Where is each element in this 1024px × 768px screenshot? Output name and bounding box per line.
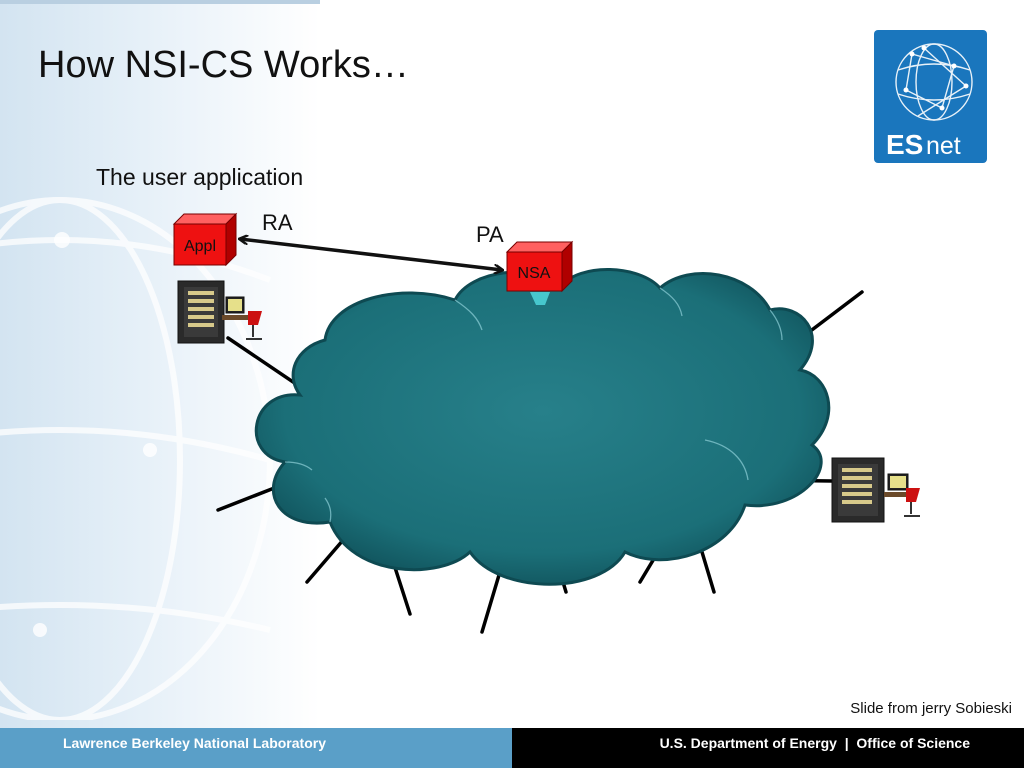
link-line bbox=[226, 336, 304, 390]
logo-text-net: net bbox=[926, 132, 961, 160]
footer-lab-name: Lawrence Berkeley National Laboratory bbox=[63, 735, 326, 751]
appl-box-label: Appl bbox=[184, 238, 216, 255]
appl-box: Appl bbox=[172, 212, 238, 267]
nsa-connector bbox=[530, 292, 550, 305]
server-workstation-icon bbox=[177, 280, 262, 344]
nsa-box: NSA bbox=[505, 240, 574, 293]
nsa-box-label: NSA bbox=[518, 265, 551, 282]
slide-title: How NSI-CS Works… bbox=[38, 44, 409, 86]
ra-pa-arrow bbox=[240, 239, 502, 270]
link-line bbox=[480, 563, 504, 634]
logo-text-es: ES bbox=[886, 129, 923, 160]
ra-label: RA bbox=[262, 210, 293, 235]
network-diagram: Appl NSA bbox=[172, 212, 920, 634]
slide-credit: Slide from jerry Sobieski bbox=[850, 700, 1012, 717]
pa-label: PA bbox=[476, 222, 504, 247]
link-line bbox=[216, 483, 284, 512]
server-workstation-icon bbox=[831, 457, 920, 523]
footer-left-bar: Lawrence Berkeley National Laboratory bbox=[0, 728, 512, 768]
globe-icon: ES net bbox=[886, 43, 973, 160]
footer-right-bar: U.S. Department of Energy | Office of Sc… bbox=[512, 728, 1024, 768]
footer-doe-text: U.S. Department of Energy | Office of Sc… bbox=[659, 735, 970, 751]
network-cloud bbox=[254, 268, 831, 586]
slide-subtitle: The user application bbox=[96, 164, 304, 190]
esnet-logo: ES net bbox=[874, 30, 987, 163]
